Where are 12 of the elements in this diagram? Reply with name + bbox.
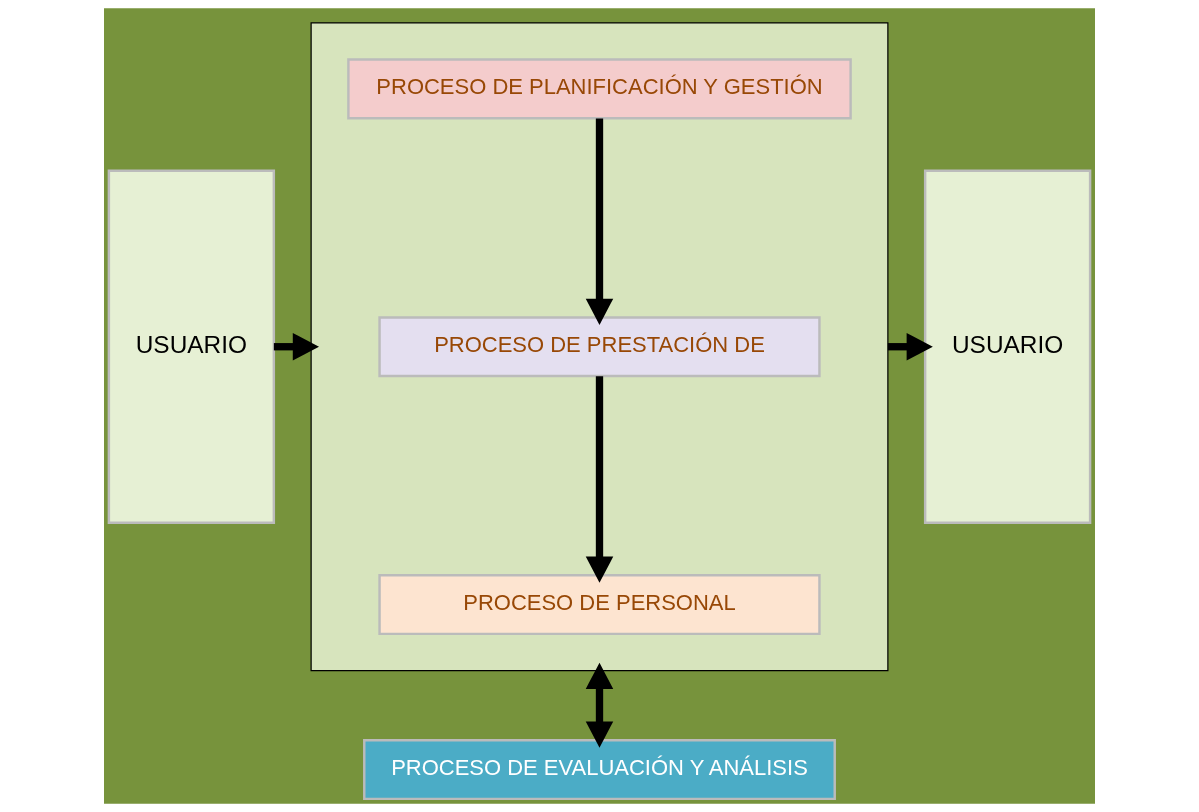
arrow <box>585 376 614 583</box>
node-box: PROCESO DE PLANIFICACIÓN Y GESTIÓN <box>347 58 852 120</box>
arrow <box>887 332 933 361</box>
node-box: PROCESO DE PRESTACIÓN DE <box>378 316 821 378</box>
node-box: USUARIO <box>923 169 1092 524</box>
arrow <box>585 662 614 748</box>
node-box: PROCESO DE EVALUACIÓN Y ANÁLISIS <box>363 739 836 801</box>
cluster <box>310 22 889 672</box>
arrow <box>273 332 319 361</box>
node-box: USUARIO <box>107 169 276 524</box>
node-box: PROCESO DE PERSONAL <box>378 574 821 636</box>
arrow <box>585 118 614 325</box>
